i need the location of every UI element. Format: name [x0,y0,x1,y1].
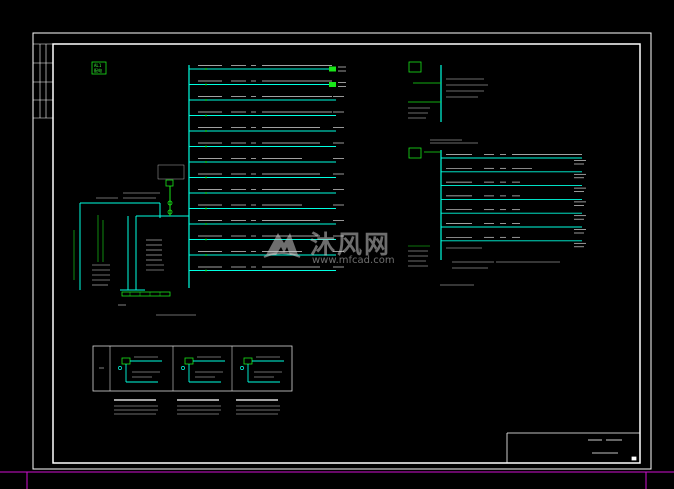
feeder-circuit-left [189,65,346,72]
detail-diagram [236,356,284,415]
feeder-circuit-right [441,167,586,179]
feeder-notes [92,192,196,316]
feeder-circuit-right [441,181,586,192]
detail-diagrams [114,356,284,415]
right-panel-notes [408,245,560,286]
feeder-circuit-left [189,266,344,272]
incoming-feeder [79,202,189,291]
feeder-circuit-right [441,236,586,248]
left-feeder-circuits [189,65,346,272]
feeder-circuit-left [189,96,344,101]
panel-label-right [408,147,422,159]
main-breaker [157,164,185,216]
feeder-circuit-left [189,142,344,148]
title-block [506,432,640,463]
panel-label-top-right [408,61,422,73]
feeder-circuit-left [189,127,344,132]
svg-text:AL1: AL1 [94,63,102,68]
outer-frame [32,32,652,470]
feeder-circuit-left [189,80,346,87]
feeder-circuit-left [189,235,344,241]
feeder-circuit-right [441,195,586,206]
svg-text:配电: 配电 [94,67,102,73]
panel-label-left: AL1 配电 [91,61,107,75]
ground-bar [121,291,171,297]
feeder-circuit-right [441,223,586,234]
feeder-circuit-left [189,251,344,256]
feeder-circuit-left [189,220,344,225]
feeder-circuit-left [189,158,344,163]
feeder-circuit-left [189,189,344,194]
binding-strip [33,43,53,119]
feeder-circuit-left [189,173,344,179]
right-feeder-circuits [424,142,586,248]
inner-frame [52,43,641,464]
feeder-circuit-left [189,111,344,117]
detail-diagram [114,356,162,415]
detail-diagram [177,356,225,415]
feeder-circuit-left [189,204,344,210]
feeder-circuit-right [441,209,586,220]
detail-table [92,345,293,392]
feeder-circuit-right [441,154,586,165]
small-panel-top-right [408,65,488,141]
feeder-vertical-notes [73,215,104,280]
